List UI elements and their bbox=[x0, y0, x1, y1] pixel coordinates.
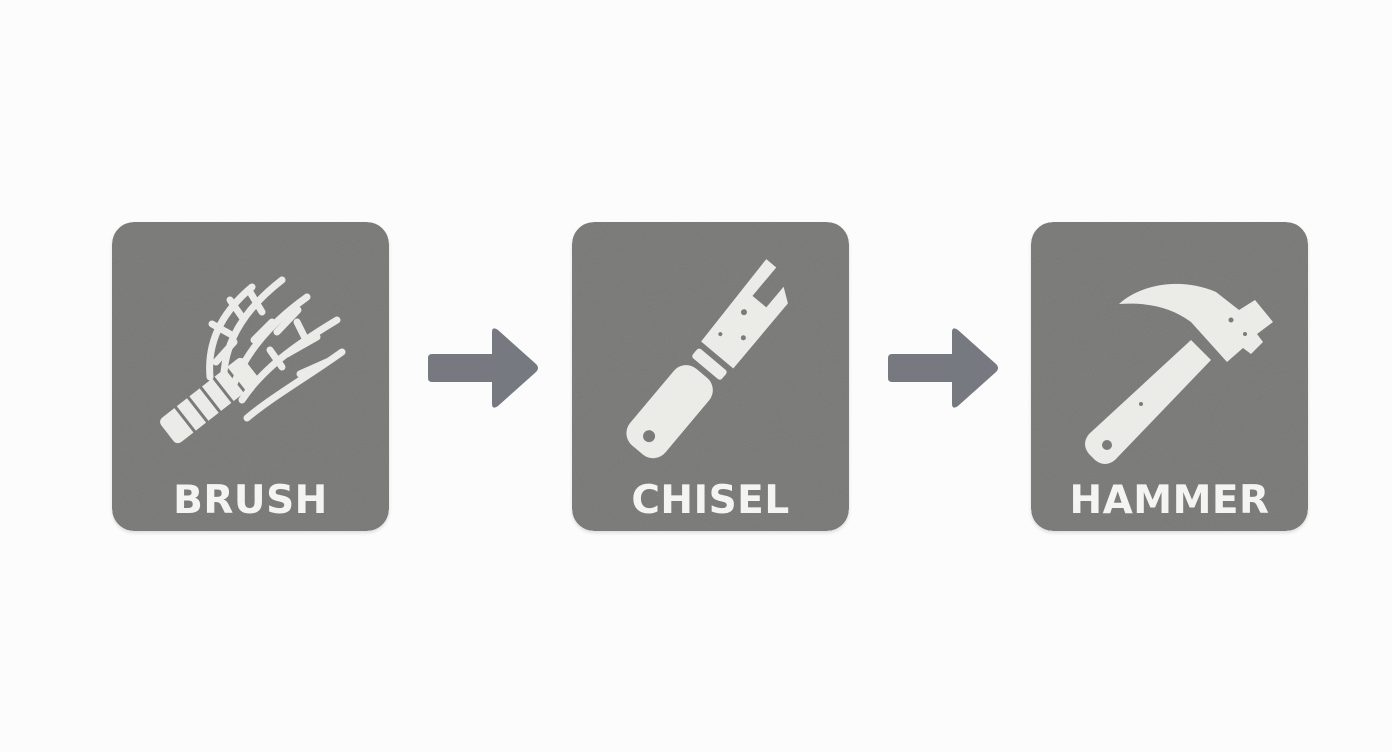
step-card-brush: BRUSH bbox=[112, 222, 389, 531]
brush-icon bbox=[160, 276, 346, 444]
step-label-brush: BRUSH bbox=[173, 478, 328, 523]
step-card-chisel: CHISEL bbox=[572, 222, 849, 531]
chisel-icon bbox=[626, 259, 788, 459]
step-card-hammer: HAMMER bbox=[1031, 222, 1308, 531]
arrow-right-icon bbox=[888, 328, 998, 408]
step-label-chisel: CHISEL bbox=[631, 478, 790, 523]
hammer-icon bbox=[1085, 283, 1273, 464]
step-label-hammer: HAMMER bbox=[1069, 478, 1270, 523]
arrow-right-icon bbox=[428, 328, 538, 408]
